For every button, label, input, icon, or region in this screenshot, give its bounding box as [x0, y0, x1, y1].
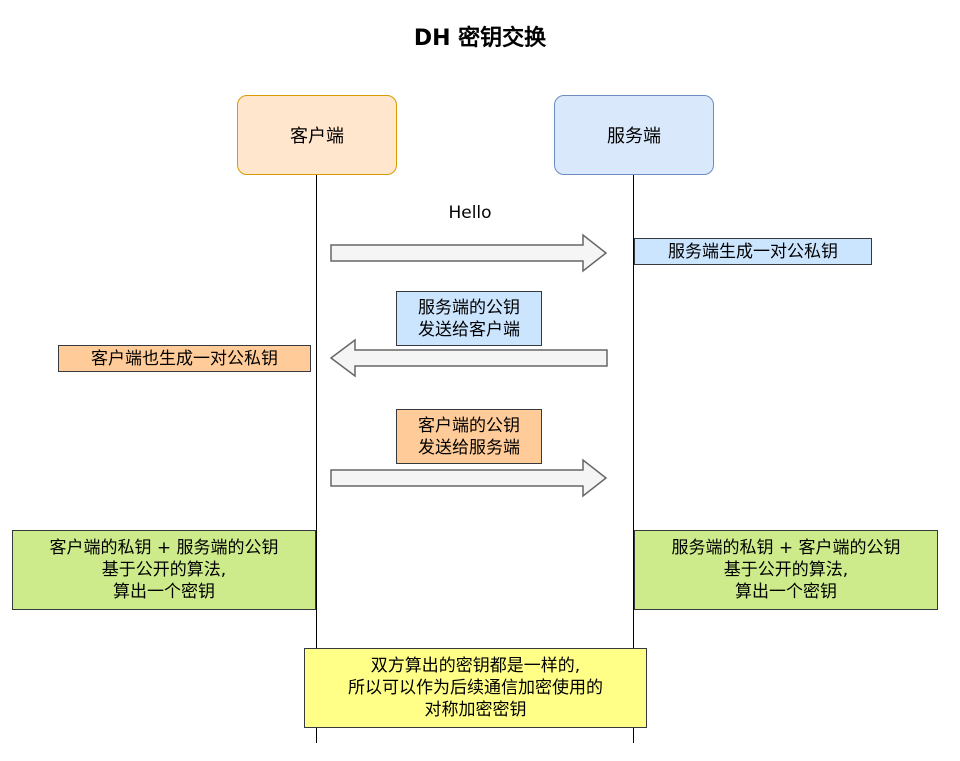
client-calc-line2: 基于公开的算法, [101, 560, 227, 580]
server-pubkey-line1: 服务端的公钥 [418, 297, 520, 318]
client-label: 客户端 [290, 126, 344, 147]
server-keygen-note: 服务端生成一对公私钥 [634, 238, 872, 265]
shared-key-line3: 对称加密密钥 [424, 700, 527, 720]
server-lifeline [633, 175, 634, 743]
server-pubkey-line2: 发送给客户端 [418, 319, 520, 340]
client-calc-note: 客户端的私钥 + 服务端的公钥 基于公开的算法, 算出一个密钥 [12, 530, 316, 610]
server-calc-note: 服务端的私钥 + 客户端的公钥 基于公开的算法, 算出一个密钥 [634, 530, 938, 610]
server-pubkey-arrow [329, 338, 608, 378]
diagram-title: DH 密钥交换 [413, 26, 547, 51]
client-keygen-note: 客户端也生成一对公私钥 [58, 345, 311, 372]
client-lifeline [316, 175, 317, 743]
server-keygen-text: 服务端生成一对公私钥 [668, 241, 838, 262]
shared-key-note: 双方算出的密钥都是一样的, 所以可以作为后续通信加密使用的 对称加密密钥 [304, 648, 647, 728]
server-calc-line3: 算出一个密钥 [735, 582, 837, 602]
server-label: 服务端 [607, 126, 661, 147]
client-pubkey-message: 客户端的公钥 发送给服务端 [396, 409, 542, 464]
shared-key-line1: 双方算出的密钥都是一样的, [370, 656, 581, 676]
client-calc-line1: 客户端的私钥 + 服务端的公钥 [49, 538, 279, 558]
client-pubkey-line2: 发送给服务端 [418, 437, 520, 458]
client-pubkey-line1: 客户端的公钥 [418, 415, 520, 436]
shared-key-line2: 所以可以作为后续通信加密使用的 [348, 678, 603, 698]
hello-arrow [330, 233, 608, 273]
server-calc-line2: 基于公开的算法, [723, 560, 849, 580]
client-participant: 客户端 [237, 95, 397, 175]
server-participant: 服务端 [554, 95, 714, 175]
client-calc-line3: 算出一个密钥 [113, 582, 215, 602]
server-calc-line1: 服务端的私钥 + 客户端的公钥 [671, 538, 901, 558]
client-keygen-text: 客户端也生成一对公私钥 [91, 348, 278, 369]
hello-message-label: Hello [448, 203, 492, 223]
client-pubkey-arrow [330, 458, 608, 498]
server-pubkey-message: 服务端的公钥 发送给客户端 [396, 291, 542, 346]
